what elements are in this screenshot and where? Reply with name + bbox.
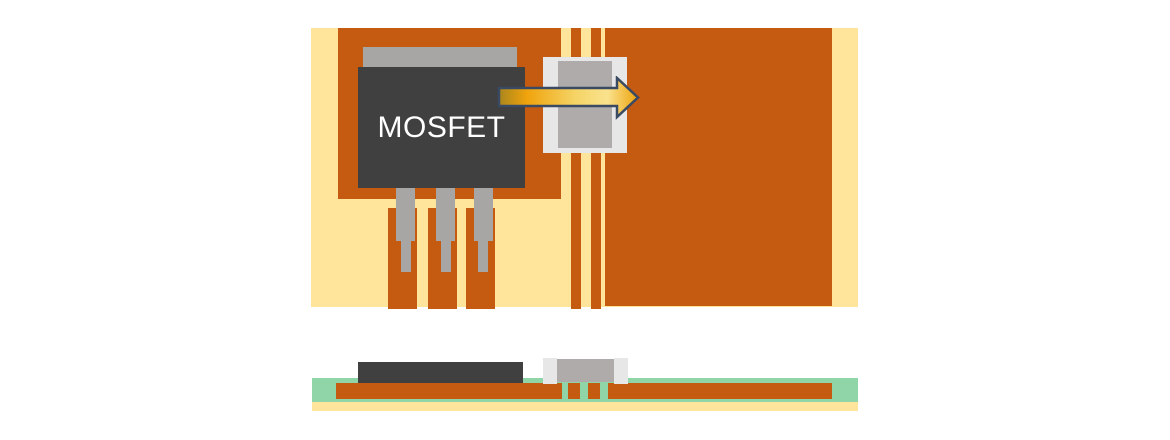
copper-plane xyxy=(605,28,832,306)
current-flow-arrow xyxy=(497,76,640,120)
mosfet-label: MOSFET xyxy=(377,110,506,144)
pcb-side-view xyxy=(311,358,858,411)
copper-layer-right xyxy=(608,383,832,399)
mosfet-body: MOSFET xyxy=(358,67,525,188)
copper-layer-left xyxy=(336,383,562,399)
pcb-top-view: MOSFET xyxy=(311,28,858,309)
mosfet-tab xyxy=(363,47,517,67)
shunt-body-side xyxy=(557,359,614,382)
shunt-cap-right-side xyxy=(614,358,628,384)
mosfet-pin-1-tip xyxy=(401,241,411,272)
mosfet-pin-1 xyxy=(396,188,415,241)
mosfet-pin-3-tip xyxy=(478,241,488,272)
mosfet-body-side xyxy=(358,362,523,383)
shunt-cap-left-side xyxy=(543,358,557,384)
substrate-layer xyxy=(312,402,858,411)
copper-pad-2 xyxy=(588,383,600,399)
mosfet-pin-2-tip xyxy=(441,241,451,272)
mosfet-pin-2 xyxy=(436,188,455,241)
current-flow-arrow-shape xyxy=(497,76,640,120)
sense-trace-2 xyxy=(591,28,601,309)
copper-pad-1 xyxy=(568,383,580,399)
sense-trace-1 xyxy=(571,28,581,309)
mosfet-pin-3 xyxy=(474,188,493,241)
